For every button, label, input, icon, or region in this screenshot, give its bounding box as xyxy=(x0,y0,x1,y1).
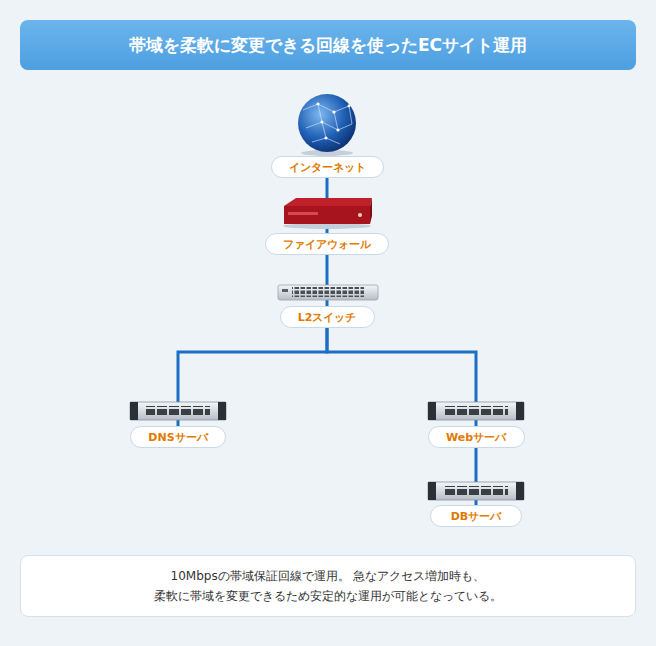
device-label: DBサーバ xyxy=(430,505,522,527)
device-label: インターネット xyxy=(271,156,384,178)
device-label: DNSサーバ xyxy=(130,426,226,448)
firewall-icon xyxy=(283,198,372,229)
caption-text: 10Mbpsの帯域保証回線で運用。 急なアクセス増加時も、柔軟に帯域を変更できる… xyxy=(48,566,608,606)
label-text: Webサーバ xyxy=(446,432,506,443)
dns-server-icon xyxy=(130,402,226,420)
label-text: ファイアウォール xyxy=(283,239,371,250)
globe-icon xyxy=(298,94,356,156)
label-text: L2スイッチ xyxy=(298,312,357,323)
label-text: DNSサーバ xyxy=(148,432,207,443)
caption-box: 10Mbpsの帯域保証回線で運用。 急なアクセス増加時も、柔軟に帯域を変更できる… xyxy=(20,555,636,617)
web-server-icon xyxy=(428,402,524,420)
label-text: インターネット xyxy=(289,162,366,173)
label-text: DBサーバ xyxy=(451,511,502,522)
title-text: 帯域を柔軟に変更できる回線を使ったECサイト運用 xyxy=(129,34,527,57)
device-label: L2スイッチ xyxy=(280,306,375,328)
db-server-icon xyxy=(428,482,524,500)
device-label: Webサーバ xyxy=(428,426,525,448)
title-bar: 帯域を柔軟に変更できる回線を使ったECサイト運用 xyxy=(20,20,636,70)
switch-icon xyxy=(278,285,378,300)
device-label: ファイアウォール xyxy=(265,233,389,255)
